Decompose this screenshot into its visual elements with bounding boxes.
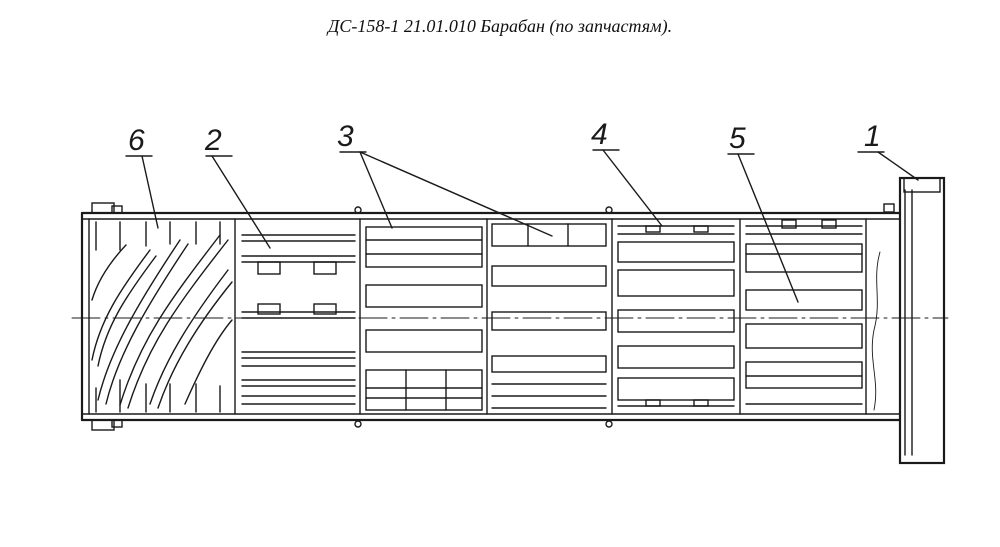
section-4-shelves <box>617 225 735 407</box>
shell-bolts <box>91 202 613 431</box>
callout-4: 4 <box>591 118 608 151</box>
callout-6: 6 <box>128 124 145 157</box>
drawing-title: ДС-158-1 21.01.010 Барабан (по запчастям… <box>327 16 673 36</box>
section-3-shelves <box>365 223 607 411</box>
inlet-spiral-blades <box>91 221 233 413</box>
section-5-shelves <box>745 219 863 405</box>
callout-leaders <box>125 149 919 303</box>
callout-3: 3 <box>337 120 354 153</box>
end-flange <box>871 176 946 465</box>
section-2-shelves <box>241 234 356 405</box>
callout-1: 1 <box>864 120 881 153</box>
callout-2: 2 <box>204 124 222 157</box>
callout-5: 5 <box>729 122 746 155</box>
